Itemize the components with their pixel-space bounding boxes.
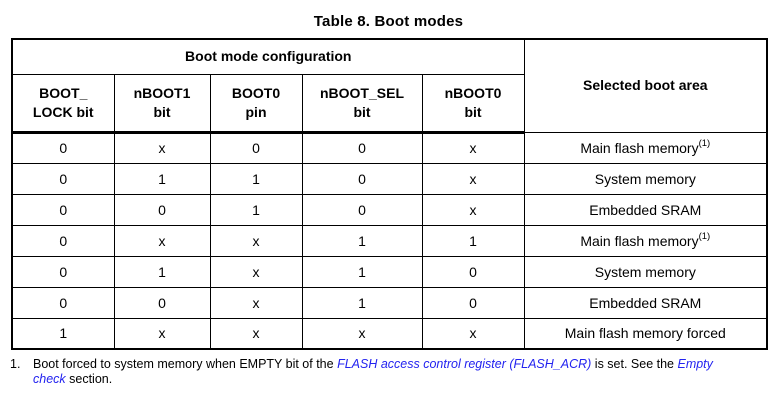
table-row: 0 0 x 1 0 Embedded SRAM bbox=[11, 286, 768, 319]
cell-boot0: x bbox=[209, 255, 303, 288]
footnote-text: Boot forced to system memory when EMPTY … bbox=[33, 357, 747, 387]
cell-selected-boot-area: Embedded SRAM bbox=[523, 286, 768, 319]
boot-modes-table: Boot mode configuration Selected boot ar… bbox=[11, 38, 769, 350]
boot-area-label: Main flash memory bbox=[580, 139, 699, 156]
footnote-number: 1. bbox=[10, 357, 21, 371]
cell-nboot1: x bbox=[113, 224, 211, 257]
cell-nboot1: 0 bbox=[113, 193, 211, 226]
boot-area-label: System memory bbox=[594, 263, 696, 280]
cell-boot-lock: 1 bbox=[11, 317, 115, 350]
cell-nboot1: 0 bbox=[113, 286, 211, 319]
header-nboot-sel-bit: nBOOT_SEL bit bbox=[301, 73, 423, 134]
table-row: 0 x 0 0 x Main flash memory(1) bbox=[11, 131, 768, 164]
footnote-ref: (1) bbox=[698, 230, 711, 242]
cell-boot0: x bbox=[209, 317, 303, 350]
cell-selected-boot-area: Main flash memory(1) bbox=[523, 131, 768, 164]
cell-boot-lock: 0 bbox=[11, 255, 115, 288]
cell-nboot0: x bbox=[421, 162, 525, 195]
header-nboot1-bit: nBOOT1 bit bbox=[113, 73, 211, 134]
cell-boot-lock: 0 bbox=[11, 193, 115, 226]
header-group-row: Boot mode configuration Selected boot ar… bbox=[11, 38, 768, 133]
cell-selected-boot-area: System memory bbox=[523, 162, 768, 195]
cell-nboot0: 0 bbox=[421, 255, 525, 288]
cell-nboot0: 1 bbox=[421, 224, 525, 257]
table-title: Table 8. Boot modes bbox=[313, 13, 464, 30]
footnote-text-part1: Boot forced to system memory when EMPTY … bbox=[33, 357, 338, 371]
header-boot0-pin: BOOT0 pin bbox=[209, 73, 303, 134]
header-boot-mode-configuration: Boot mode configuration bbox=[11, 38, 525, 75]
boot-area-label: Embedded SRAM bbox=[589, 294, 702, 311]
cell-boot-lock: 0 bbox=[11, 162, 115, 195]
cell-nboot0: x bbox=[421, 317, 525, 350]
header-selected-boot-area: Selected boot area bbox=[523, 38, 768, 133]
cell-boot0: x bbox=[209, 286, 303, 319]
cell-selected-boot-area: Main flash memory forced bbox=[523, 317, 768, 350]
cell-boot-lock: 0 bbox=[11, 224, 115, 257]
cell-selected-boot-area: Main flash memory(1) bbox=[523, 224, 768, 257]
cell-boot0: 0 bbox=[209, 131, 303, 164]
cell-nboot1: x bbox=[113, 317, 211, 350]
footnote: 1. Boot forced to system memory when EMP… bbox=[10, 357, 777, 387]
cell-nboot-sel: x bbox=[301, 317, 423, 350]
cell-nboot-sel: 0 bbox=[301, 193, 423, 226]
cell-boot0: 1 bbox=[209, 193, 303, 226]
header-nboot0-bit: nBOOT0 bit bbox=[421, 73, 525, 134]
table-row: 0 x x 1 1 Main flash memory(1) bbox=[11, 224, 768, 257]
cell-nboot1: x bbox=[113, 131, 211, 164]
cell-boot0: x bbox=[209, 224, 303, 257]
cell-nboot0: x bbox=[421, 193, 525, 226]
cell-nboot1: 1 bbox=[113, 162, 211, 195]
boot-area-label: Embedded SRAM bbox=[589, 201, 702, 218]
cell-nboot-sel: 1 bbox=[301, 286, 423, 319]
empty-check-link[interactable]: Empty check bbox=[33, 357, 713, 386]
cell-boot0: 1 bbox=[209, 162, 303, 195]
cell-selected-boot-area: System memory bbox=[523, 255, 768, 288]
cell-nboot-sel: 1 bbox=[301, 255, 423, 288]
table-row: 0 1 x 1 0 System memory bbox=[11, 255, 768, 288]
cell-nboot1: 1 bbox=[113, 255, 211, 288]
cell-boot-lock: 0 bbox=[11, 286, 115, 319]
cell-selected-boot-area: Embedded SRAM bbox=[523, 193, 768, 226]
cell-boot-lock: 0 bbox=[11, 131, 115, 164]
cell-nboot0: 0 bbox=[421, 286, 525, 319]
footnote-text-part2: is set. See the bbox=[591, 357, 678, 371]
footnote-ref: (1) bbox=[698, 137, 711, 149]
header-boot-lock-bit: BOOT_ LOCK bit bbox=[11, 73, 115, 134]
boot-area-label: Main flash memory forced bbox=[564, 325, 726, 342]
boot-area-label: Main flash memory bbox=[580, 232, 699, 249]
table-row: 0 1 1 0 x System memory bbox=[11, 162, 768, 195]
boot-area-label: System memory bbox=[594, 170, 696, 187]
cell-nboot0: x bbox=[421, 131, 525, 164]
cell-nboot-sel: 0 bbox=[301, 131, 423, 164]
header-sub-row: BOOT_ LOCK bit nBOOT1 bit BOOT0 pin nBOO… bbox=[11, 73, 767, 134]
table-row: 1 x x x x Main flash memory forced bbox=[11, 317, 768, 350]
footnote-text-part3: section. bbox=[65, 372, 113, 386]
table-row: 0 0 1 0 x Embedded SRAM bbox=[11, 193, 768, 226]
flash-acr-register-link[interactable]: FLASH access control register (FLASH_ACR… bbox=[337, 357, 592, 371]
cell-nboot-sel: 1 bbox=[301, 224, 423, 257]
cell-nboot-sel: 0 bbox=[301, 162, 423, 195]
